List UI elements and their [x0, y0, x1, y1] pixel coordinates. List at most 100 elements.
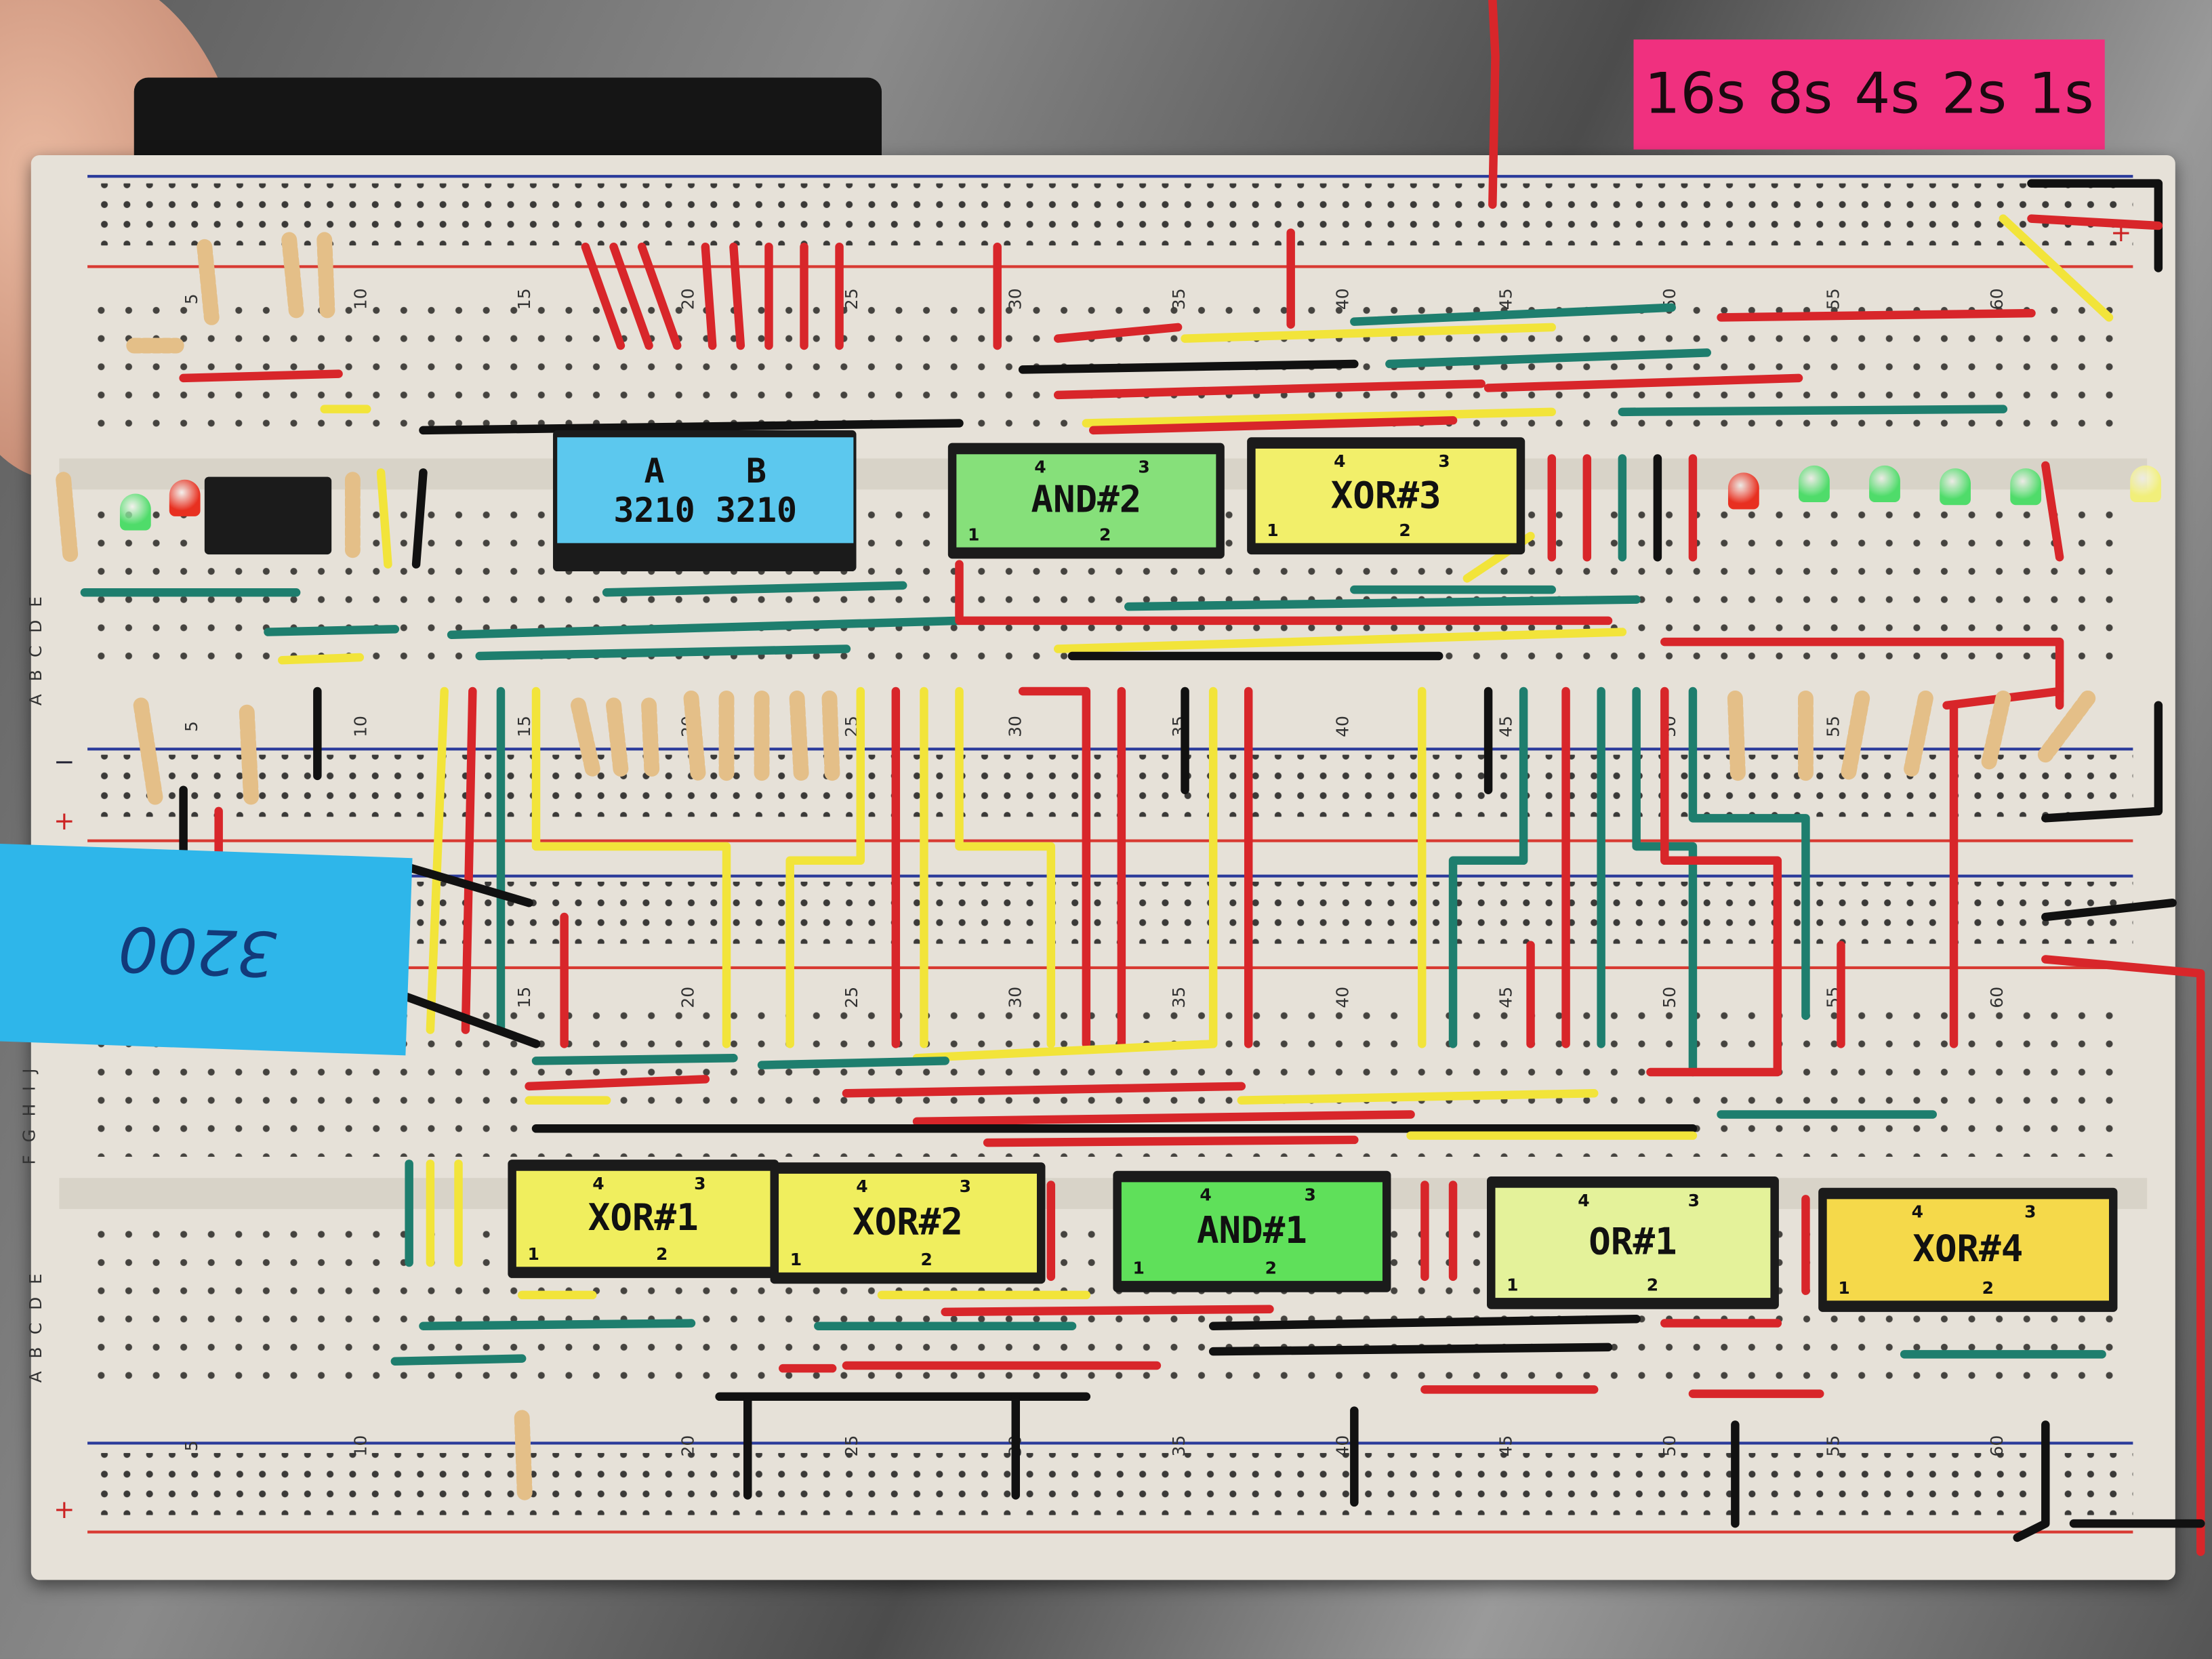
pin-number: 3	[694, 1173, 706, 1194]
red-jumper-wire	[1488, 0, 1500, 209]
black-jumper-wire	[419, 419, 964, 435]
green-jumper-wire	[602, 581, 907, 597]
chip-name: OR#1	[1589, 1221, 1677, 1265]
rail-line-blue	[87, 747, 2133, 751]
green-jumper-wire	[1448, 687, 1528, 1048]
tape-note-text: 3200	[117, 910, 278, 989]
power-rail-top	[87, 183, 2133, 246]
black-jumper-wire	[1018, 359, 1359, 374]
pin-number: 3	[959, 1176, 972, 1197]
green-jumper-wire	[1688, 687, 1810, 1020]
red-jumper-wire	[1646, 687, 1782, 1077]
red-jumper-wire	[609, 243, 653, 350]
chip-name: XOR#3	[1330, 474, 1441, 517]
yellow-jumper-wire	[785, 687, 865, 1048]
yellow-jumper-wire	[531, 687, 731, 1048]
black-jumper-wire	[411, 468, 428, 569]
bit-label-1: 1s	[2028, 62, 2094, 127]
yellow-jumper-wire	[1053, 628, 1627, 653]
pin-number: 1	[1838, 1277, 1850, 1298]
red-jumper-wire	[525, 1075, 710, 1091]
chip-name: AND#1	[1196, 1210, 1307, 1253]
red-jumper-wire	[1053, 323, 1183, 343]
pin-number: 1	[1267, 520, 1279, 541]
black-jumper-wire	[1208, 1343, 1613, 1356]
red-jumper-wire	[581, 243, 626, 350]
led-indicator	[1869, 465, 1900, 503]
red-jumper-wire	[1660, 637, 2064, 710]
switch-label-bits: 3210 3210	[613, 490, 798, 530]
green-jumper-wire	[757, 1057, 949, 1069]
green-jumper-wire	[475, 644, 851, 661]
resistor	[1981, 690, 2011, 770]
red-jumper-wire	[2041, 461, 2064, 562]
yellow-jumper-wire	[1999, 214, 2114, 322]
dip-switch-label: A B 3210 3210	[557, 437, 854, 544]
plus-sign: +	[54, 1495, 75, 1525]
pin-number: 4	[1034, 457, 1046, 477]
chip-name: XOR#4	[1912, 1229, 2024, 1271]
rail-line-blue	[87, 874, 2133, 878]
black-jumper-wire	[2027, 179, 2163, 272]
green-jumper-wire	[531, 1053, 738, 1065]
led-indicator	[1940, 468, 1971, 506]
resistor	[821, 690, 840, 784]
rail-line-blue	[87, 1441, 2133, 1445]
red-jumper-wire	[842, 1082, 1246, 1098]
chip-name: XOR#2	[853, 1202, 963, 1244]
bit-label-2: 2s	[1941, 62, 2007, 127]
yellow-jumper-wire	[955, 687, 1056, 1048]
red-jumper-wire	[179, 369, 343, 383]
black-jumper-wire	[2041, 898, 2177, 922]
rail-line-blue	[87, 175, 2133, 178]
red-jumper-wire	[701, 243, 717, 350]
led-indicator	[2130, 465, 2162, 503]
resistor	[606, 697, 629, 777]
green-jumper-wire	[390, 1354, 527, 1366]
bit-label-8: 8s	[1767, 62, 1833, 127]
yellow-jumper-wire	[426, 687, 449, 1034]
pin-number: 4	[1578, 1190, 1590, 1211]
pin-number: 2	[1982, 1277, 1994, 1298]
resistor	[571, 697, 600, 777]
power-rail-middle-2	[87, 882, 2133, 944]
resistor	[641, 697, 660, 777]
resistor	[239, 704, 259, 805]
resistor	[1840, 690, 1870, 784]
minus-sign: −	[54, 747, 75, 777]
led-indicator	[169, 479, 201, 516]
bit-label-4: 4s	[1854, 62, 1920, 127]
pin-number: 1	[527, 1244, 539, 1265]
pin-number: 4	[856, 1176, 868, 1197]
pin-number: 2	[655, 1244, 668, 1265]
yellow-jumper-wire	[1181, 323, 1557, 343]
red-jumper-wire	[1717, 308, 2036, 322]
green-jumper-wire	[447, 616, 964, 639]
resistor	[316, 232, 335, 319]
rail-line-red	[87, 839, 2133, 842]
pin-number: 1	[967, 525, 980, 545]
resistor	[197, 239, 220, 325]
rail-line-red	[87, 265, 2133, 268]
power-rail-bottom	[87, 1453, 2133, 1515]
pin-number: 3	[1438, 451, 1450, 472]
pin-number: 2	[1646, 1275, 1659, 1295]
rail-line-red	[87, 966, 2133, 970]
resistor	[514, 1410, 533, 1503]
pin-number: 3	[1687, 1190, 1700, 1211]
pin-number: 1	[1507, 1275, 1519, 1295]
red-jumper-wire	[912, 1110, 1415, 1126]
yellow-jumper-wire	[376, 468, 392, 569]
led-indicator	[119, 493, 151, 531]
pin-number: 1	[1132, 1258, 1145, 1278]
red-jumper-wire	[941, 1305, 1274, 1317]
resistor	[683, 690, 706, 784]
green-jumper-wire	[1124, 595, 1641, 611]
